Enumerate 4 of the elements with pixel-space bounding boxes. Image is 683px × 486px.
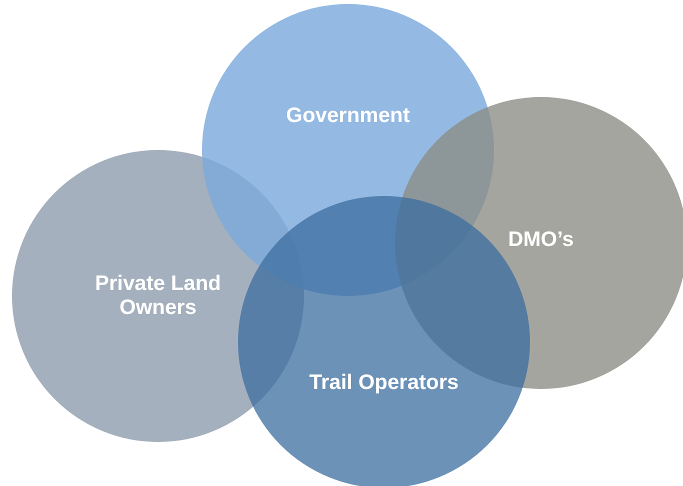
circle-label: Private Land Owners [94, 272, 222, 320]
circle-label: Government [285, 104, 411, 128]
circle-label: Trail Operators [308, 371, 460, 395]
circle-label: DMO’s [507, 228, 575, 252]
